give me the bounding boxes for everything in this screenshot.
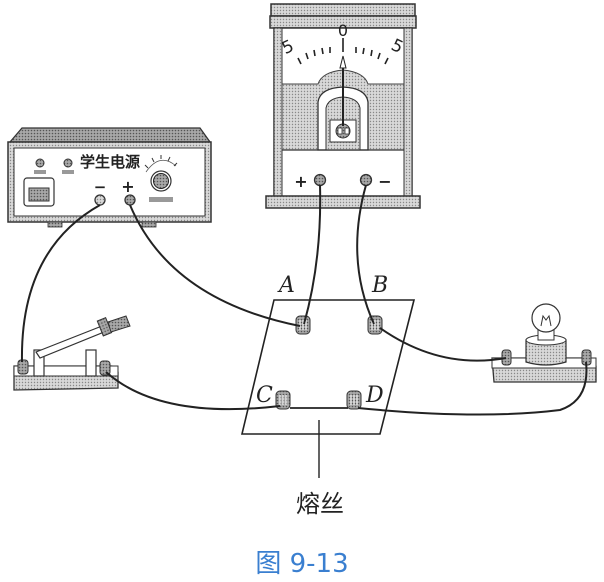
wires [20,184,588,416]
knife-switch[interactable] [13,315,131,391]
terminal-c[interactable] [275,390,291,410]
label-d: D [365,383,384,408]
fuse-label: 熔丝 [296,490,344,518]
galvanometer-minus-label: − [378,172,391,191]
wire-power-minus-to-switch [20,204,101,363]
galvanometer-plus-label: + [294,172,307,191]
terminal-board: A B C D [240,273,416,478]
terminal-b[interactable] [367,315,383,335]
figure-caption: 图 9-13 [255,549,348,579]
wire-power-plus-to-a [129,204,301,327]
wire-d-to-lamp [357,361,588,416]
wire-b-to-lamp [379,327,507,362]
label-b: B [371,273,388,298]
power-minus-label: − [94,178,107,196]
galvanometer: 5 0 5 + − [265,3,421,209]
power-supply: 学生电源 − + [7,127,212,228]
indicator-light-1 [35,158,45,168]
power-supply-title: 学生电源 [80,153,140,171]
label-c: C [256,383,273,408]
voltage-knob[interactable] [144,155,178,202]
meter-scale [297,38,389,65]
indicator-light-2 [63,158,73,168]
terminal-d[interactable] [346,390,362,410]
scale-label-zero: 0 [338,21,348,40]
wire-switch-to-c [105,371,281,411]
power-minus-terminal[interactable] [94,194,106,206]
label-a: A [277,273,295,298]
light-bulb [491,303,597,383]
galvanometer-minus-terminal[interactable] [359,173,373,187]
galvanometer-plus-terminal[interactable] [313,173,327,187]
wire-galv-plus-to-a [303,184,322,325]
power-plus-terminal[interactable] [124,194,136,206]
wire-galv-minus-to-b [356,184,375,325]
power-plus-label: + [121,177,134,196]
